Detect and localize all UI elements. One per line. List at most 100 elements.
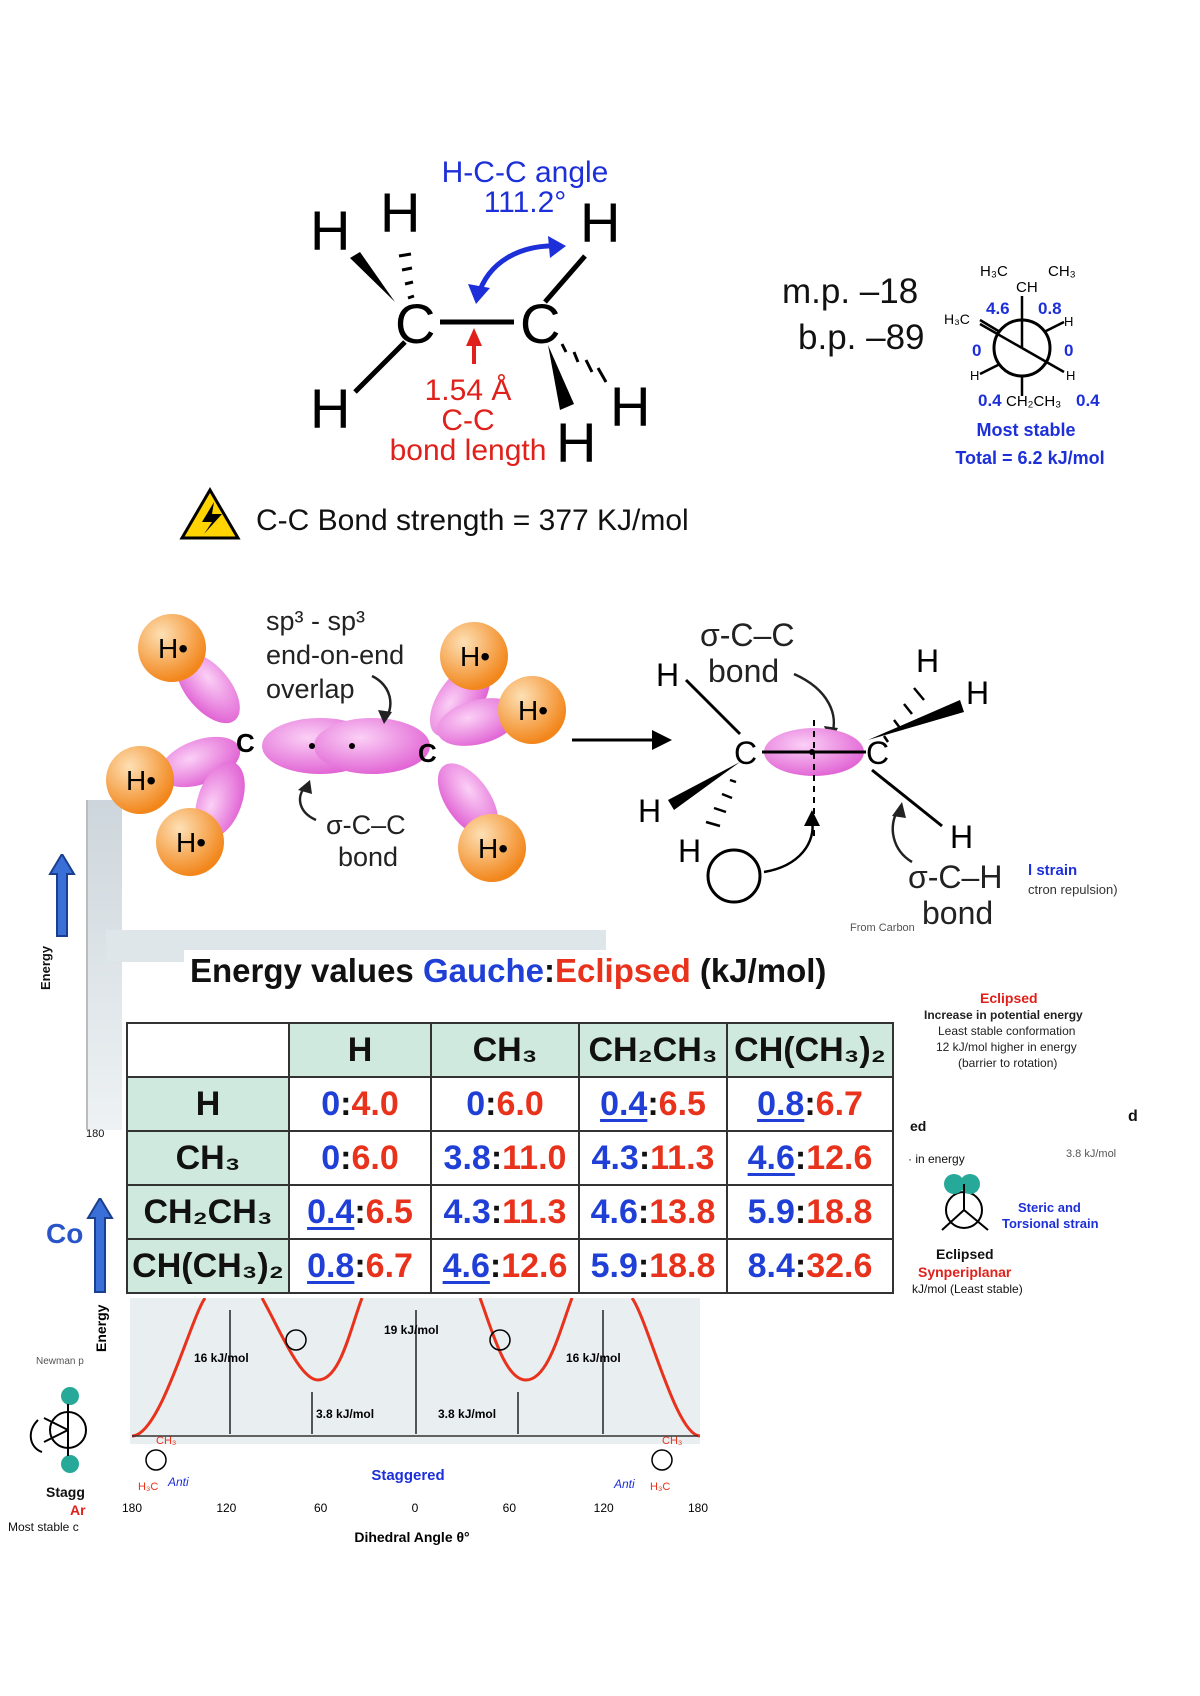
- background-text: Eclipsed: [980, 990, 1038, 1006]
- background-text: Synperiplanar: [918, 1264, 1012, 1280]
- h-atom: H: [310, 199, 350, 262]
- h-atom: H: [556, 411, 596, 474]
- separator: :: [489, 1246, 502, 1285]
- energy-cell: 4.3:11.3: [578, 1130, 728, 1186]
- hydrogen-label: H•: [158, 633, 188, 664]
- c-h-bond: [543, 254, 587, 304]
- background-text: From Carbon: [850, 922, 915, 934]
- eclipsed-value: 18.8: [649, 1246, 716, 1285]
- table-title-eclipsed: Eclipsed: [555, 952, 691, 989]
- newman-value: 0.8: [1038, 299, 1062, 318]
- c-h-wedge: [350, 252, 395, 302]
- table-title-prefix: Energy values: [190, 952, 423, 989]
- background-text: (barrier to rotation): [958, 1056, 1058, 1070]
- energy-axis-label: Energy: [38, 945, 53, 990]
- gauche-value: 4.6: [747, 1138, 795, 1177]
- background-text: Least stable conformation: [938, 1024, 1076, 1038]
- butane-newman-projection: H₃C CH CH₃ 4.6 0.8 H₃C H 0 0 H H 0.4 CH₂…: [944, 263, 1105, 468]
- chart-ch3-label: CH₃: [156, 1435, 176, 1447]
- row-header: H: [126, 1076, 290, 1132]
- newman-value: 0.4: [978, 391, 1002, 410]
- separator: :: [485, 1084, 497, 1123]
- background-text: l strain: [1028, 862, 1078, 879]
- gauche-value: 4.6: [590, 1192, 638, 1231]
- angle-arrow: [475, 243, 561, 297]
- carbon-label: C: [418, 738, 437, 768]
- newman-value: 0: [972, 341, 981, 360]
- newman-caption: Most stable: [976, 420, 1075, 440]
- separator: :: [794, 1138, 807, 1177]
- table-title-suffix: (kJ/mol): [690, 952, 827, 989]
- angle-title: H-C-C angle: [442, 156, 609, 189]
- x-tick-label: 120: [216, 1501, 236, 1515]
- chart-anti-label: Anti: [167, 1475, 189, 1489]
- table-header: H: [288, 1022, 432, 1078]
- newman-substituent: CH₃: [1048, 263, 1076, 280]
- tick-label: 180: [86, 1128, 105, 1140]
- sigma-ch-label: σ-C–H: [908, 859, 1002, 895]
- separator: :: [340, 1138, 352, 1177]
- eclipsed-value: 6.0: [351, 1138, 399, 1177]
- hydrogen-label: H: [966, 675, 989, 711]
- energy-cell: 5.9:18.8: [726, 1184, 894, 1240]
- energy-cell: 0.8:6.7: [288, 1238, 432, 1294]
- overlap-label: sp³ - sp³: [266, 606, 365, 636]
- carbon-label: C: [734, 735, 757, 771]
- carbon-label: C: [866, 735, 889, 771]
- energy-cell: 0.4:6.5: [288, 1184, 432, 1240]
- background-text: d: [1128, 1108, 1138, 1125]
- newman-substituent: CH₂CH₃: [1006, 393, 1061, 410]
- chart-annotation: 3.8 kJ/mol: [316, 1407, 374, 1421]
- newman-substituent: H: [1066, 368, 1075, 383]
- x-tick-label: 0: [412, 1501, 419, 1515]
- gauche-value: 5.9: [747, 1192, 795, 1231]
- newman-eclipsed-icon: [941, 1174, 989, 1231]
- eclipsed-value: 11.3: [650, 1138, 715, 1177]
- newman-value: 4.6: [986, 299, 1010, 318]
- eclipsed-value: 6.5: [658, 1084, 706, 1123]
- melting-point: m.p. –18: [782, 272, 919, 311]
- newman-substituent: CH: [1016, 279, 1038, 296]
- hydrogen-label: H: [916, 643, 939, 679]
- table-header: CH₂CH₃: [578, 1022, 728, 1078]
- table-header-corner: [126, 1022, 290, 1078]
- table-header: CH₃: [430, 1022, 580, 1078]
- eclipsed-value: 18.8: [806, 1192, 873, 1231]
- newman-mini-icon: [145, 1329, 673, 1471]
- lightning-icon: [202, 502, 222, 534]
- newman-substituent: H: [1064, 314, 1073, 329]
- c-h-hash: [398, 252, 415, 300]
- sigma-cc-label: bond: [708, 653, 779, 689]
- chart-annotation: 3.8 kJ/mol: [438, 1407, 496, 1421]
- energy-cell: 5.9:18.8: [578, 1238, 728, 1294]
- chart-h3c-label: H₃C: [138, 1481, 158, 1493]
- gauche-value: 8.4: [747, 1246, 795, 1285]
- angle-value: 111.2°: [484, 186, 567, 219]
- eclipsed-value: 4.0: [351, 1084, 399, 1123]
- energy-cell: 0.8:6.7: [726, 1076, 894, 1132]
- eclipsed-value: 6.0: [496, 1084, 544, 1123]
- x-tick-label: 60: [503, 1501, 517, 1515]
- hydrogen-label: H: [950, 819, 973, 855]
- up-arrow-icon: [48, 854, 76, 937]
- hydrogen-label: H: [638, 793, 661, 829]
- gauche-value: 0.4: [600, 1084, 648, 1123]
- background-text: Stagg: [46, 1484, 85, 1500]
- background-text: Co: [46, 1218, 84, 1249]
- eclipsed-value: 6.5: [365, 1192, 413, 1231]
- table-title: Energy values Gauche:Eclipsed (kJ/mol): [184, 950, 833, 992]
- chart-annotation: 16 kJ/mol: [194, 1351, 249, 1365]
- energy-curve: [131, 1298, 701, 1438]
- eclipsed-value: 6.7: [815, 1084, 863, 1123]
- c-h-wedge: [548, 345, 574, 410]
- hydrogen-label: H•: [518, 695, 548, 726]
- carbon-label: C: [236, 728, 255, 758]
- background-text: ed: [910, 1118, 927, 1134]
- bond-strength: C-C Bond strength = 377 KJ/mol: [256, 504, 689, 537]
- separator: :: [637, 1192, 650, 1231]
- eclipsed-value: 32.6: [806, 1246, 873, 1285]
- c-atom-right: C: [520, 292, 560, 355]
- sigma-cc-label: σ-C–C: [326, 810, 406, 840]
